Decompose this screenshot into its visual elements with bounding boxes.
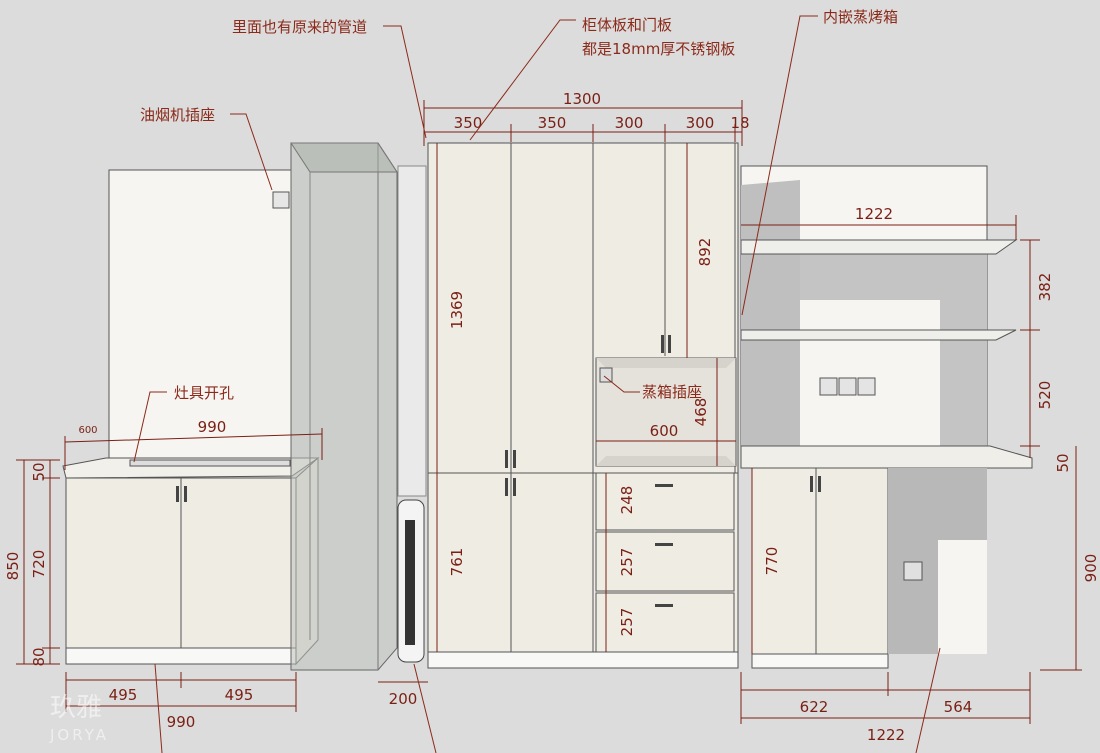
- leader-hob: [133, 391, 167, 463]
- dim-right-cabinet-height: 770: [763, 547, 781, 576]
- dim-drawer-3: 257: [618, 608, 636, 637]
- right-base-handle-2: [818, 476, 821, 492]
- steam-socket-outlet: [599, 367, 613, 383]
- left-base-handle-1: [176, 486, 179, 502]
- dim-shelf-520: 520: [1036, 381, 1054, 410]
- right-base-cabinet: [751, 467, 889, 655]
- dim-drawer-2: 257: [618, 548, 636, 577]
- lower-door-handle-1: [505, 478, 508, 496]
- dim-upper-right-height: 892: [696, 238, 714, 267]
- leader-panels: [469, 19, 576, 141]
- dim-left-80: 80: [30, 647, 48, 666]
- dim-counter-depth: 600: [78, 425, 97, 436]
- leader-pipes: [383, 25, 427, 139]
- upper-door-handle-2: [513, 450, 516, 468]
- lower-door-handle-2: [513, 478, 516, 496]
- right-countertop: [740, 445, 1033, 469]
- right-base-handle-1: [810, 476, 813, 492]
- dim-left-720: 720: [30, 550, 48, 579]
- note-panels-line2: 都是18mm厚不锈钢板: [582, 40, 735, 58]
- dim-right-50: 50: [1054, 453, 1072, 472]
- dim-w4: 300: [686, 114, 715, 132]
- upper-door-handle-1: [505, 450, 508, 468]
- drawer-1-handle: [655, 484, 673, 487]
- dim-left-50: 50: [30, 462, 48, 481]
- dim-w3: 300: [615, 114, 644, 132]
- dim-bottom-564: 564: [944, 698, 973, 716]
- watermark-logo-cn: 玖雅: [50, 693, 102, 723]
- hob-cutout: [129, 459, 291, 467]
- tall-plinth: [427, 651, 739, 669]
- note-hob-cutout: 灶具开孔: [174, 384, 234, 402]
- dim-w1: 350: [454, 114, 483, 132]
- wall-socket-3: [857, 377, 876, 396]
- left-plinth: [65, 647, 297, 665]
- dim-w2: 350: [538, 114, 567, 132]
- dim-bottom-495b: 495: [225, 686, 254, 704]
- note-hood-socket: 油烟机插座: [140, 106, 215, 124]
- dim-gap-200: 200: [389, 690, 418, 708]
- radiator-fins: [405, 520, 415, 645]
- wall-socket-2: [838, 377, 857, 396]
- drawer-3: [595, 592, 735, 653]
- leader-hood-socket: [230, 113, 273, 191]
- note-pipes: 里面也有原来的管道: [232, 18, 367, 36]
- dim-steam-height: 468: [692, 398, 710, 427]
- right-plinth: [751, 653, 889, 669]
- dim-drawer-1: 248: [618, 486, 636, 515]
- steam-oven-niche: [595, 357, 737, 467]
- right-upper-handle-1: [661, 335, 664, 353]
- dim-w5: 18: [730, 114, 749, 132]
- right-wall-shadow: [741, 180, 800, 460]
- dim-shelf-382: 382: [1036, 273, 1054, 302]
- dim-counter-width: 990: [198, 418, 227, 436]
- left-base-handle-2: [184, 486, 187, 502]
- shelf-1: [740, 239, 1018, 255]
- dim-right-900: 900: [1082, 554, 1100, 583]
- dim-steam-width: 600: [650, 422, 679, 440]
- drawer-2: [595, 531, 735, 592]
- note-oven: 内嵌蒸烤箱: [823, 8, 898, 26]
- left-wall: [108, 169, 292, 461]
- dim-shelf-width: 1222: [855, 205, 893, 223]
- right-low-socket: [903, 561, 923, 581]
- drawer-3-handle: [655, 604, 673, 607]
- note-panels-line1: 柜体板和门板: [582, 16, 672, 34]
- dim-lower-height: 761: [448, 548, 466, 577]
- hood-socket-outlet: [272, 191, 290, 209]
- dim-upper-height: 1369: [448, 291, 466, 329]
- dim-bottom-990: 990: [167, 713, 196, 731]
- leader-oven: [741, 15, 818, 316]
- wall-socket-1: [819, 377, 838, 396]
- pipe-enclosure: [290, 142, 398, 671]
- dim-bottom-1222: 1222: [867, 726, 905, 744]
- wall-strip: [397, 165, 427, 497]
- right-upper-handle-2: [668, 335, 671, 353]
- dim-left-850: 850: [4, 552, 22, 581]
- drawer-2-handle: [655, 543, 673, 546]
- top-dimension-lines: [423, 100, 743, 146]
- dim-total-width: 1300: [563, 90, 601, 108]
- shelf-2: [740, 329, 1017, 341]
- watermark-logo-en: JORYA: [49, 726, 109, 744]
- drawer-1: [595, 472, 735, 531]
- note-steam-socket: 蒸箱插座: [642, 383, 702, 401]
- leader-steam-socket: [603, 375, 640, 393]
- dim-bottom-622: 622: [800, 698, 829, 716]
- dim-bottom-495a: 495: [109, 686, 138, 704]
